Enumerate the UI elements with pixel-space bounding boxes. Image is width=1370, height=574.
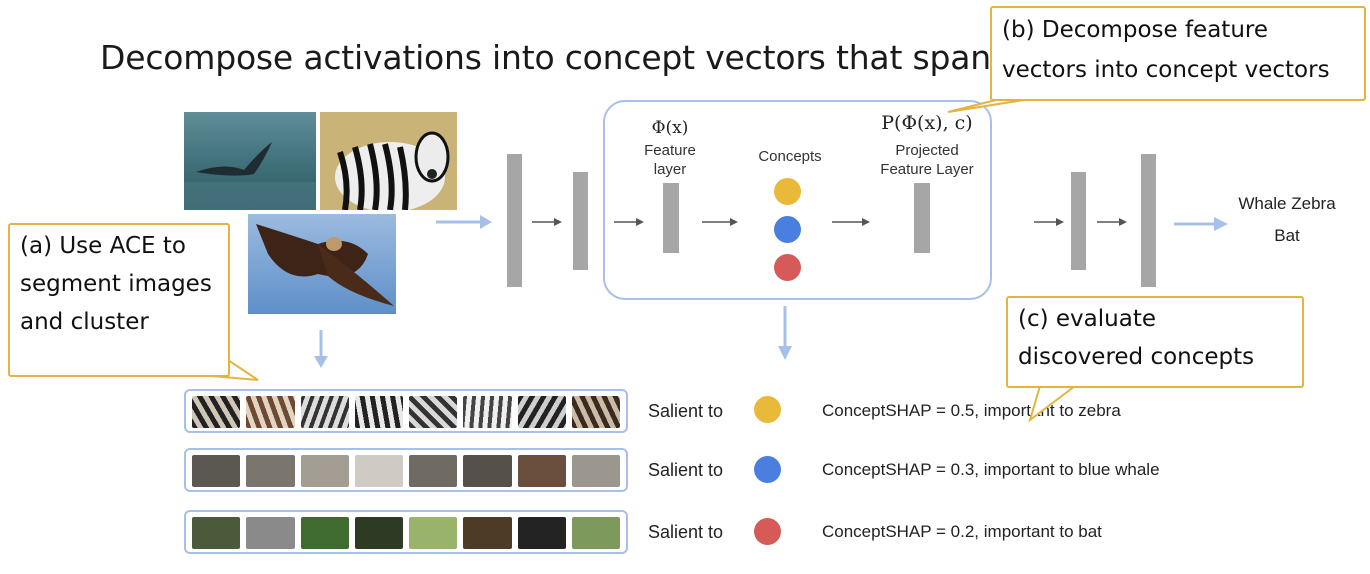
input-arrow [436,215,492,229]
patch-thumb [409,396,458,428]
concepts-down-arrow [778,306,792,360]
arrow-1 [532,218,562,226]
patch-thumb [409,517,458,549]
patch-thumb [463,455,512,487]
salient-label-1: Salient to [648,401,724,421]
callout-evaluate: (c) evaluate discovered concepts [1006,296,1304,388]
whale-tail-icon [184,142,316,210]
concept-strip-water [184,448,628,492]
zebra-photo [320,112,457,210]
patch-thumb [571,396,620,428]
patch-thumb [571,455,620,487]
patch-thumb [300,455,349,487]
salient-label-2: Salient to [648,460,724,480]
ace-down-arrow [314,330,328,368]
patch-thumb [300,517,349,549]
arrow-2 [614,218,644,226]
patch-thumb [192,396,241,428]
conceptshap-result-2: ConceptSHAP = 0.3, important to blue wha… [822,460,1160,479]
arrow-5 [1034,218,1064,226]
concept-blue-dot [774,216,801,243]
arrow-3 [702,218,738,226]
output-arrow [1174,217,1228,231]
salient-label-3: Salient to [648,522,724,542]
network-layer-2 [573,172,588,270]
salient-red-dot [754,518,781,545]
concept-panel [603,100,992,300]
patch-thumb [409,455,458,487]
callout-a-line1: (a) Use ACE to [20,233,186,259]
feature-layer-line2: layer [653,161,687,178]
patch-thumb [246,396,295,428]
patch-thumb [192,517,241,549]
arrow-4 [832,218,870,226]
output-labels: Whale Zebra Bat [1222,188,1352,252]
projection-label: P(Φ(x), c) [881,112,973,134]
phi-label: Φ(x) [651,118,689,138]
callout-b-line2: vectors into concept vectors [1002,57,1330,83]
zebra-icon [320,112,457,210]
patch-thumb [354,396,403,428]
patch-thumb [517,517,566,549]
salient-blue-dot [754,456,781,483]
concept-yellow-dot [774,178,801,205]
projected-layer-label: Projected Feature Layer [866,141,988,179]
patch-thumb [517,396,566,428]
output-line2: Bat [1274,226,1300,245]
patch-thumb [354,517,403,549]
callout-a-line2: segment images [20,271,212,297]
projected-layer-line2: Feature Layer [880,161,974,178]
bat-photo [248,214,396,314]
network-layer-4 [1141,154,1156,287]
concept-red-dot [774,254,801,281]
callout-c-line2: discovered concepts [1018,344,1255,370]
concept-strip-zebra [184,389,628,433]
patch-thumb [517,455,566,487]
salient-yellow-dot [754,396,781,423]
patch-thumb [192,455,241,487]
network-layer-1 [507,154,522,287]
bat-icon [256,224,394,306]
network-layer-3 [1071,172,1086,270]
callout-b-line1: (b) Decompose feature [1002,17,1268,43]
feature-layer-line1: Feature [644,142,696,159]
patch-thumb [246,517,295,549]
patch-thumb [246,455,295,487]
callout-decompose: (b) Decompose feature vectors into conce… [990,6,1366,101]
callout-c-line1: (c) evaluate [1018,306,1156,332]
conceptshap-result-3: ConceptSHAP = 0.2, important to bat [822,522,1102,541]
diagram-title: Decompose activations into concept vecto… [100,38,1055,77]
arrow-6 [1097,218,1127,226]
patch-thumb [463,517,512,549]
concept-strip-bat [184,510,628,554]
projected-layer-bar [914,183,930,253]
concepts-label: Concepts [758,148,822,165]
conceptshap-result-1: ConceptSHAP = 0.5, important to zebra [822,401,1121,420]
output-line1: Whale Zebra [1238,194,1336,213]
patch-thumb [354,455,403,487]
feature-layer-label: Feature layer [630,141,710,179]
projected-layer-line1: Projected [895,142,959,159]
whale-tail-photo [184,112,316,210]
patch-thumb [300,396,349,428]
callout-ace: (a) Use ACE to segment images and cluste… [8,223,230,377]
patch-thumb [463,396,512,428]
callout-a-line3: and cluster [20,309,149,335]
patch-thumb [571,517,620,549]
feature-layer-bar [663,183,679,253]
